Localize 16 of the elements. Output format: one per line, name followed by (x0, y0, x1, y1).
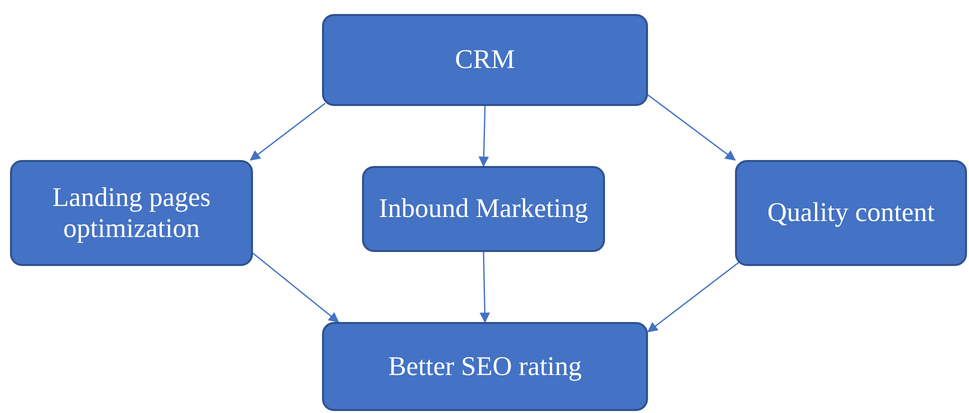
arrow (647, 261, 740, 332)
arrow (478, 106, 489, 168)
arrow (252, 252, 340, 323)
node-label: CRM (454, 44, 516, 76)
node-label: Inbound Marketing (378, 193, 588, 225)
process-box (735, 160, 967, 266)
process-box (322, 14, 648, 106)
arrow (480, 252, 490, 324)
arrow (648, 94, 736, 161)
node-label: Landing pages optimization (51, 182, 212, 244)
process-box (10, 160, 253, 266)
node-label: Better SEO rating (388, 350, 582, 382)
arrow (250, 102, 326, 161)
process-box (322, 322, 648, 411)
process-box (362, 166, 605, 252)
node-label: Quality content (767, 197, 935, 229)
